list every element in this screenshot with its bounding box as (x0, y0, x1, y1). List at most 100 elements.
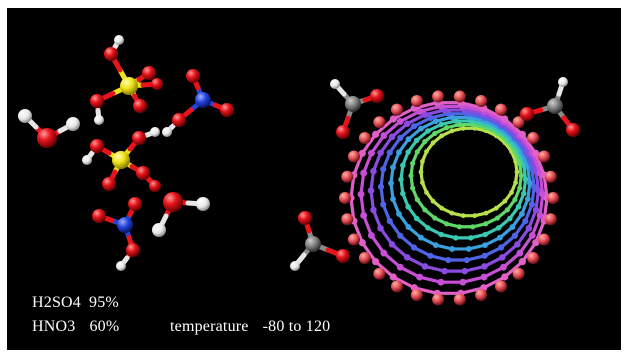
nanotube-bond (369, 169, 376, 193)
nanotube-bond (398, 109, 422, 123)
oxygen-atom (336, 125, 350, 139)
nanotube-atom (518, 130, 526, 138)
nanotube-atom (482, 242, 488, 249)
nanotube-atom (461, 267, 469, 275)
oxygen-atom (172, 113, 186, 127)
molecular-scene (7, 8, 621, 350)
nanotube-atom (509, 190, 514, 195)
nanotube-atom (502, 198, 508, 204)
nanotube-atom (388, 180, 394, 187)
nanotube-atom (516, 249, 524, 257)
oxygen-atom (128, 197, 142, 211)
nanotube-atom (380, 166, 387, 173)
nanotube-bond (412, 101, 439, 110)
nanotube-bond (405, 113, 427, 126)
hno3-label: HNO3 (32, 318, 76, 335)
nanotube-rim-atom (341, 213, 354, 226)
nanotube-atom (360, 169, 368, 177)
nanotube-atom (496, 234, 503, 241)
nanotube-atom (422, 139, 428, 145)
nanotube-bond (461, 275, 486, 284)
oxygen-atom (136, 166, 150, 180)
nanotube-bond (391, 106, 416, 121)
nanotube-atom (390, 164, 396, 171)
oxygen-atom (132, 131, 146, 145)
nanotube-atom (430, 198, 436, 204)
nanotube-rim-atom (538, 233, 551, 246)
nanotube-bond (500, 122, 519, 139)
nanotube-atom (463, 256, 470, 264)
nanotube-atom (500, 263, 507, 271)
oxygen-atom (186, 69, 200, 83)
nanotube-atom (398, 176, 404, 183)
oxygen-atom (220, 103, 234, 117)
nanotube-atom (418, 125, 424, 132)
hydrogen-atom (290, 261, 300, 271)
nanotube-bond (360, 241, 378, 264)
nanotube-atom (514, 169, 520, 175)
oxygen-atom (566, 123, 580, 137)
nanotube-bond (538, 192, 545, 218)
nanotube-bond (518, 233, 534, 255)
nanotube-rim-atom (358, 251, 371, 264)
nanotube-bond (530, 213, 542, 238)
nanotube-atom (380, 132, 388, 139)
nanotube-atom (410, 123, 418, 130)
nanotube-atom (515, 204, 522, 210)
hno3-value: 60% (89, 318, 120, 335)
nanotube-atom (405, 204, 411, 210)
h2so4-value: 95% (89, 294, 119, 311)
nanotube-atom (377, 183, 385, 190)
nanotube-bond (534, 188, 541, 212)
nanotube-atom (389, 273, 397, 281)
nanotube-bond (534, 219, 546, 245)
nanotube-bond (503, 260, 524, 279)
nanotube-bond (501, 251, 522, 269)
acid-molecules (18, 35, 234, 271)
nanotube-atom (397, 232, 404, 239)
nanotube-atom (444, 125, 450, 131)
nanotube-bond (520, 241, 538, 264)
nanotube-atom (441, 267, 448, 275)
carboxyl-group-molecule (330, 79, 384, 139)
nanotube-atom (400, 162, 406, 169)
temperature-caption: temperature-80 to 120 (170, 318, 330, 336)
nanotube-bond (515, 135, 531, 155)
nanotube-atom (419, 159, 425, 164)
nanotube-atom (493, 205, 499, 211)
hydrogen-atom (114, 35, 124, 45)
nanotube-rim-atom (410, 94, 423, 107)
carbon-atom (305, 236, 321, 252)
nanotube-atom (400, 190, 406, 197)
nanotube-atom (536, 212, 544, 219)
nanotube-atom (396, 117, 404, 125)
nanotube-atom (518, 173, 524, 179)
nanotube-atom (472, 213, 478, 219)
carboxyl-groups (290, 77, 580, 271)
nanotube-rim-atom (544, 213, 557, 226)
nanotube-atom (472, 125, 478, 131)
nanotube-atom (512, 197, 518, 203)
nanotube-bond (482, 265, 506, 279)
nanotube-atom (514, 241, 521, 248)
oxygen-atom (142, 66, 156, 80)
nanotube-atom (408, 173, 414, 179)
nanotube-bond (382, 251, 402, 269)
nanotube-atom (372, 258, 380, 266)
nanotube-atom (470, 224, 476, 230)
nanotube-bond (378, 135, 394, 155)
nanotube-atom (386, 149, 393, 156)
nanotube-atom (389, 115, 397, 123)
nanotube-atom (414, 149, 420, 155)
nanotube-rim-atom (373, 267, 386, 280)
nanotube-bond (349, 196, 356, 223)
nanotube-bond (412, 286, 439, 295)
nanotube-bond (530, 151, 542, 175)
nanotube-rim-atom (341, 170, 354, 183)
hydrogen-atom (558, 77, 568, 87)
nanotube-rim-atom (512, 267, 525, 280)
nanotube-rim-atom (432, 90, 445, 103)
nanotube-rim-atom (547, 192, 559, 204)
sulfuric-acid-molecule (90, 35, 163, 125)
